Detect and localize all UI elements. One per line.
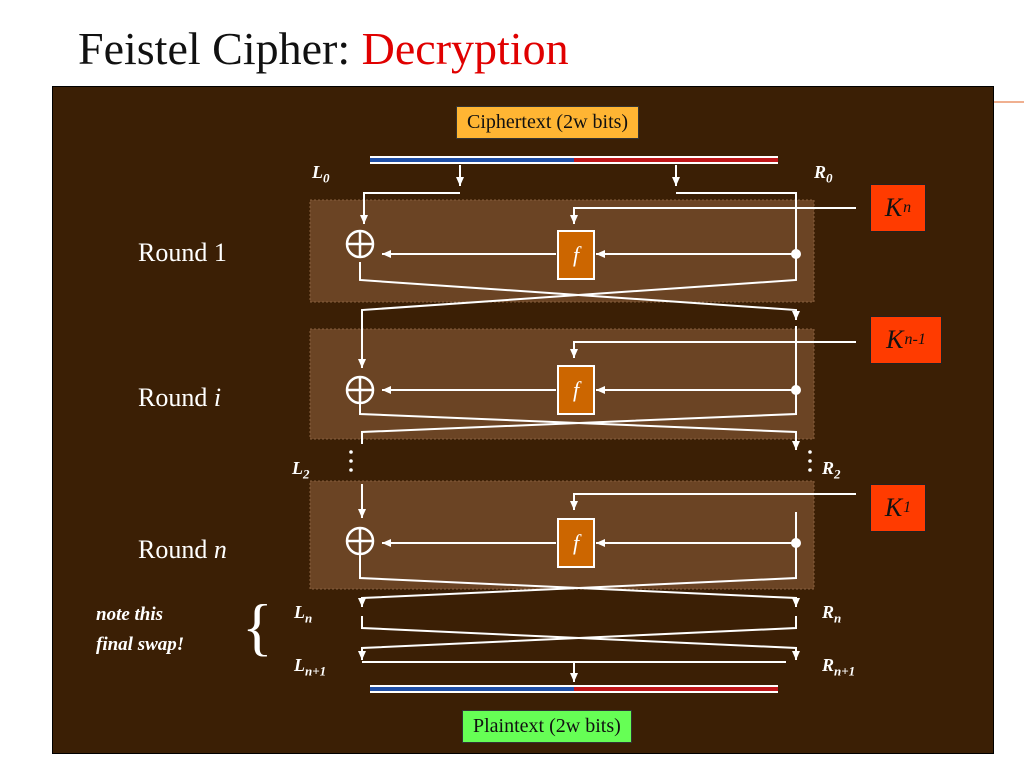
label-Ln: Ln bbox=[294, 602, 313, 626]
key-base-n: K bbox=[884, 493, 903, 522]
branch-dot-1 bbox=[791, 249, 801, 259]
continuation-dots-left bbox=[349, 450, 353, 472]
label-Rn: Rn bbox=[822, 602, 842, 626]
round-label-n: Round n bbox=[138, 535, 227, 565]
label-Rn1: Rn+1 bbox=[822, 655, 856, 679]
title-prefix: Feistel Cipher: bbox=[78, 23, 351, 74]
label-R0: R0 bbox=[814, 162, 833, 186]
xor-icon-n bbox=[345, 526, 375, 556]
round-label-i: Round i bbox=[138, 383, 221, 413]
label-Ln1: Ln+1 bbox=[294, 655, 327, 679]
key-base-1: K bbox=[884, 193, 903, 222]
key-sub-i: n-1 bbox=[904, 331, 926, 348]
label-L2: L2 bbox=[292, 458, 310, 482]
decorative-line bbox=[992, 101, 1024, 103]
f-function-box-1: f bbox=[557, 230, 595, 280]
key-base-i: K bbox=[886, 325, 904, 354]
xor-icon-i bbox=[345, 375, 375, 405]
round-label-i-var: i bbox=[213, 383, 222, 412]
label-L0: L0 bbox=[312, 162, 330, 186]
ciphertext-box: Ciphertext (2w bits) bbox=[456, 106, 640, 139]
key-sub-n: 1 bbox=[903, 499, 912, 516]
title-highlight: Decryption bbox=[361, 23, 569, 74]
xor-icon-1 bbox=[345, 229, 375, 259]
round-label-i-text: Round bbox=[138, 383, 214, 412]
page-title: Feistel Cipher: Decryption bbox=[78, 22, 569, 75]
f-function-box-n: f bbox=[557, 518, 595, 568]
round-label-n-text: Round bbox=[138, 535, 214, 564]
plaintext-box: Plaintext (2w bits) bbox=[462, 710, 632, 743]
branch-dot-n bbox=[791, 538, 801, 548]
note-line-1: note this bbox=[96, 604, 164, 625]
curly-brace-icon: { bbox=[242, 591, 273, 662]
key-sub-1: n bbox=[903, 199, 912, 216]
branch-dot-i bbox=[791, 385, 801, 395]
note-line-2: final swap! bbox=[96, 634, 185, 655]
round-label-1: Round 1 bbox=[138, 238, 227, 268]
continuation-dots-right bbox=[808, 450, 812, 472]
final-swap-note: note this final swap! bbox=[96, 600, 184, 660]
f-function-box-i: f bbox=[557, 365, 595, 415]
round-label-1-text: Round 1 bbox=[138, 238, 227, 267]
round-label-n-var: n bbox=[213, 535, 227, 564]
label-R2: R2 bbox=[822, 458, 841, 482]
